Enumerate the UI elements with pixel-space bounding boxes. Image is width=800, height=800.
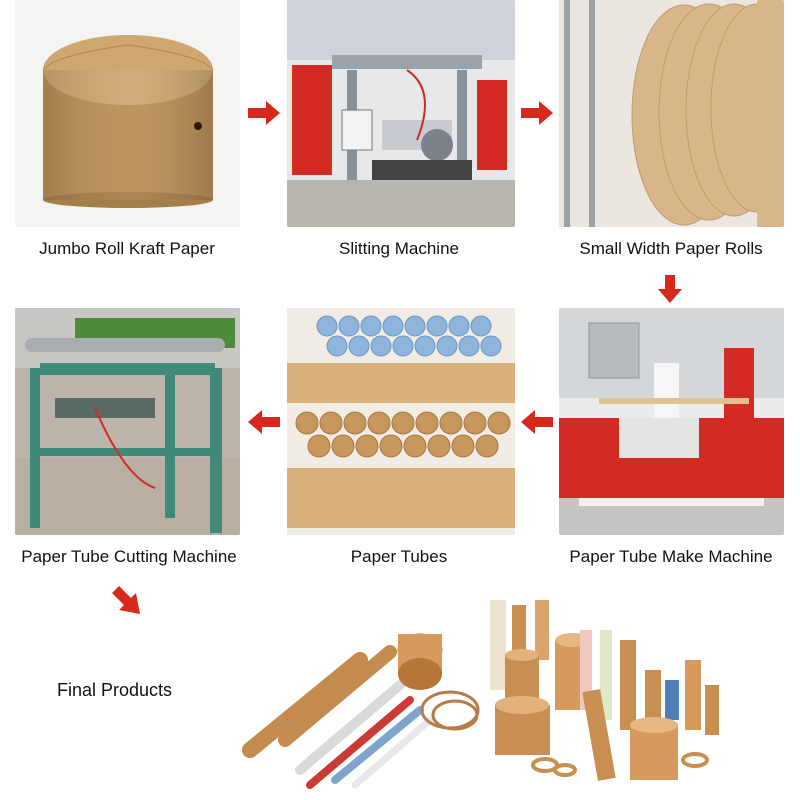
final-products-photo bbox=[240, 590, 785, 795]
arrow-right-2 bbox=[521, 101, 553, 125]
arrow-down bbox=[658, 275, 682, 303]
jumbo-roll-photo bbox=[15, 0, 240, 227]
paper-tubes-photo bbox=[287, 308, 515, 535]
label-final-products: Final Products bbox=[57, 680, 173, 700]
arrow-left-1 bbox=[248, 410, 280, 434]
label-small-rolls: Small Width Paper Rolls bbox=[579, 239, 763, 258]
arrow-diagonal-down-right bbox=[110, 584, 142, 616]
small-rolls-photo bbox=[559, 0, 784, 227]
tube-cutting-machine-photo bbox=[15, 308, 240, 535]
slitting-machine-photo bbox=[287, 0, 515, 227]
label-tube-make-machine: Paper Tube Make Machine bbox=[569, 547, 773, 566]
arrow-left-2 bbox=[521, 410, 553, 434]
label-tube-cutting-machine: Paper Tube Cutting Machine bbox=[21, 547, 237, 566]
arrow-right-1 bbox=[248, 101, 280, 125]
label-jumbo-roll: Jumbo Roll Kraft Paper bbox=[39, 239, 215, 258]
label-paper-tubes: Paper Tubes bbox=[350, 547, 448, 566]
label-slitting-machine: Slitting Machine bbox=[338, 239, 459, 258]
tube-make-machine-photo bbox=[559, 308, 784, 535]
